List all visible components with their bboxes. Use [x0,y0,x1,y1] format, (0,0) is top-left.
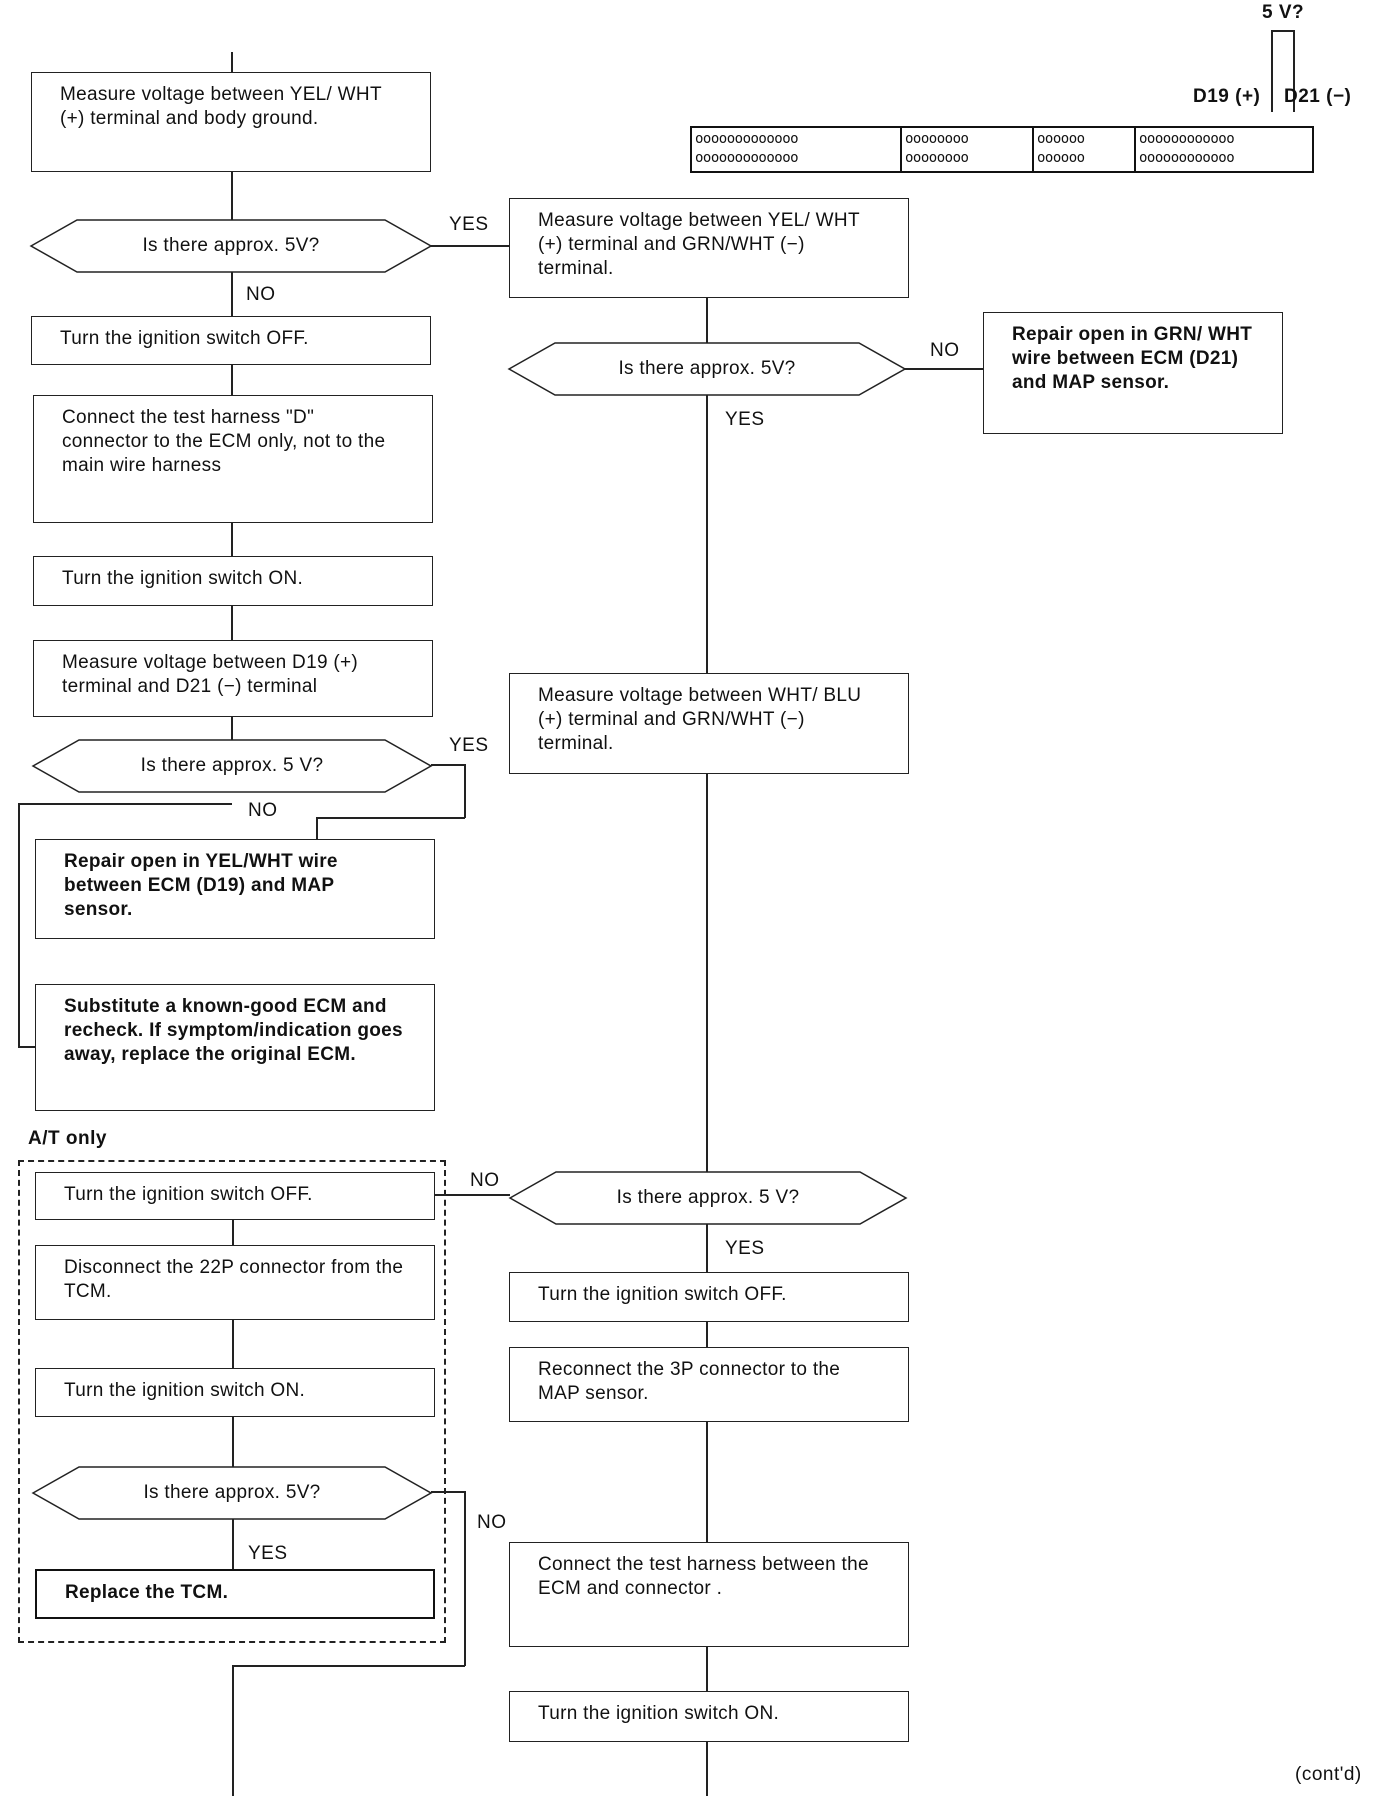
decision-right-1: Is there approx. 5V? [507,342,907,396]
flow-line [231,52,233,72]
measure-d19-d21-step: Measure voltage between D19 (+) terminal… [33,640,433,717]
yes-label: YES [725,1238,765,1259]
flow-line [431,245,509,247]
disconnect-22p-step: Disconnect the 22P connector from the TC… [35,1245,435,1320]
flow-line [431,1194,510,1196]
decision-at-text: Is there approx. 5V? [143,1482,321,1503]
flow-line [231,715,233,740]
ignition-on-step-2: Turn the ignition switch ON. [509,1691,909,1742]
flow-line [18,1046,35,1048]
decision-right-2: Is there approx. 5 V? [508,1171,908,1225]
flow-line [464,764,466,818]
diamond-shape [508,1171,908,1225]
decision-left-2: Is there approx. 5 V? [31,739,433,793]
decision-right-1-text: Is there approx. 5V? [618,358,796,379]
repair-yel-wht-step: Repair open in YEL/WHT wire between ECM … [35,839,435,939]
flow-line [706,1320,708,1347]
decision-left-1-text: Is there approx. 5V? [142,235,320,256]
ecm-connector-b: oooooooo oooooooo [900,126,1034,173]
flow-line [18,803,232,805]
no-label: NO [470,1170,500,1191]
ignition-off-step-2: Turn the ignition switch OFF. [509,1272,909,1322]
ignition-on-step-1: Turn the ignition switch ON. [33,556,433,606]
probe-line-left [1271,30,1273,112]
flow-line [232,1318,234,1368]
ignition-off-step-1: Turn the ignition switch OFF. [31,316,431,365]
flow-line [231,270,233,316]
at-only-label: A/T only [28,1128,107,1149]
diamond-shape [29,219,433,273]
flow-line [231,363,233,395]
terminal-d19-label: D19 (+) [1193,86,1261,107]
flow-line [232,1415,234,1467]
repair-grn-wht-step: Repair open in GRN/ WHT wire between ECM… [983,312,1283,434]
replace-tcm-step: Replace the TCM. [35,1569,435,1619]
decision-left-2-text: Is there approx. 5 V? [140,755,324,776]
flow-line [706,1645,708,1691]
continued-label: (cont'd) [1295,1764,1362,1785]
probe-bridge [1271,30,1294,32]
flow-line [232,1665,234,1796]
decision-at: Is there approx. 5V? [31,1466,433,1520]
at-only-region [18,1160,446,1643]
flow-line [903,368,983,370]
flow-line [431,764,465,766]
connect-harness-d-step: Connect the test harness "D" connector t… [33,395,433,523]
measure-wht-blu-step: Measure voltage between WHT/ BLU (+) ter… [509,673,909,774]
flow-line [232,1517,234,1569]
substitute-ecm-step: Substitute a known-good ECM and recheck.… [35,984,435,1111]
diamond-shape [31,739,433,793]
reconnect-3p-step: Reconnect the 3P connector to the MAP se… [509,1347,909,1422]
no-label: NO [246,284,276,305]
ecm-connector-a: ooooooooooooo ooooooooooooo [690,126,902,173]
flow-line [706,393,708,673]
no-label: NO [477,1512,507,1533]
flow-line [431,1491,465,1493]
measure-yel-grn-step: Measure voltage between YEL/ WHT (+) ter… [509,198,909,298]
decision-left-1: Is there approx. 5V? [29,219,433,273]
decision-right-2-text: Is there approx. 5 V? [616,1187,800,1208]
ignition-off-at-step: Turn the ignition switch OFF. [35,1172,435,1220]
flow-line [706,772,708,1172]
flow-line [231,605,233,640]
no-label: NO [248,800,278,821]
connect-harness-step: Connect the test harness between the ECM… [509,1542,909,1647]
flow-line [232,1665,465,1667]
ecm-connector-c: oooooo oooooo [1032,126,1136,173]
probe-line-right [1293,30,1295,112]
yes-label: YES [725,409,765,430]
flow-line [706,1420,708,1542]
ecm-connector-d: oooooooooooo oooooooooooo [1134,126,1314,173]
voltage-label: 5 V? [1262,2,1305,23]
yes-label: YES [449,214,489,235]
flow-line [18,803,20,1047]
flow-line [316,817,465,819]
flow-line [316,817,318,839]
flow-line [706,1740,708,1796]
flow-line [706,296,708,344]
diamond-shape [31,1466,433,1520]
yes-label: YES [449,735,489,756]
flow-line [231,170,233,220]
ignition-on-at-step: Turn the ignition switch ON. [35,1368,435,1417]
yes-label: YES [248,1543,288,1564]
diamond-shape [507,342,907,396]
terminal-d21-label: D21 (−) [1284,86,1352,107]
flow-line [464,1491,466,1666]
measure-yel-wht-ground-step: Measure voltage between YEL/ WHT (+) ter… [31,72,431,172]
flow-line [232,1218,234,1245]
no-label: NO [930,340,960,361]
flow-line [231,521,233,556]
